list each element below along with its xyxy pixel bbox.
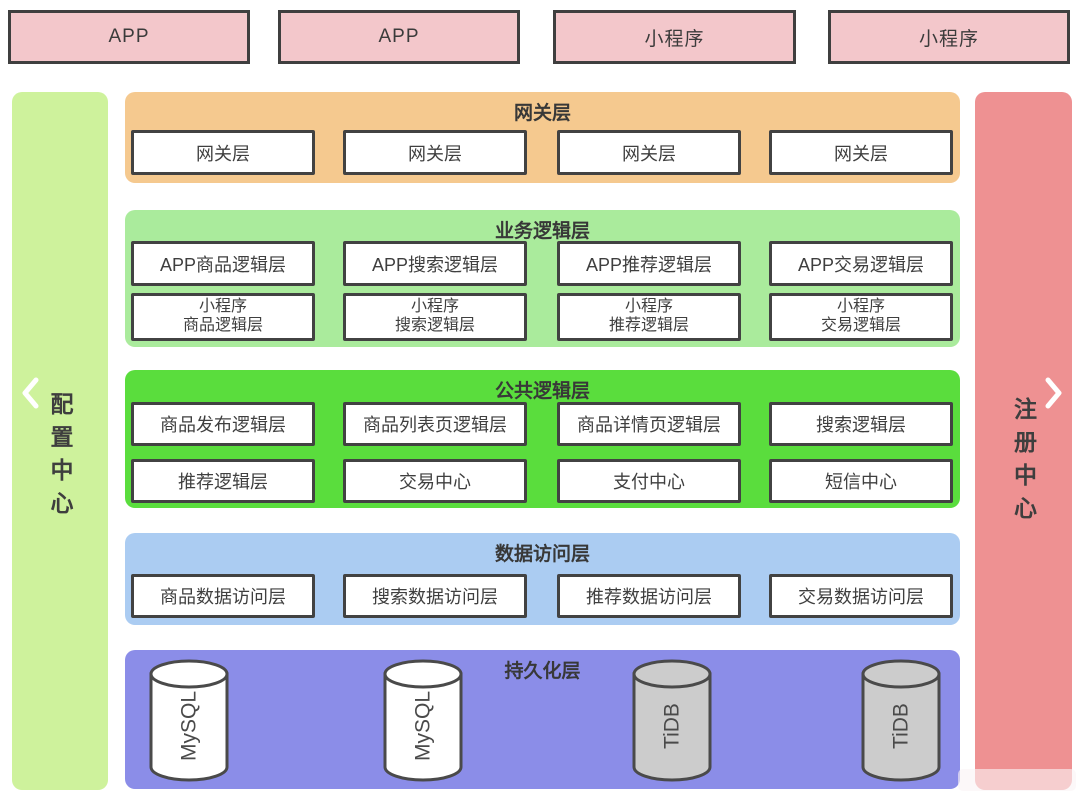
box-line: 小程序 <box>836 298 885 316</box>
gateway-node-2: 网关层 <box>343 130 527 175</box>
data-access-layer-band: 数据访问层 商品数据访问层 搜索数据访问层 推荐数据访问层 交易数据访问层 <box>125 533 960 625</box>
client-box-miniprogram-1: 小程序 <box>553 10 796 64</box>
config-center-label: 配置中心 <box>47 392 73 524</box>
database-body <box>632 672 712 782</box>
recommend-data-access-node: 推荐数据访问层 <box>557 574 741 618</box>
gateway-node-4: 网关层 <box>769 130 953 175</box>
gateway-node-1: 网关层 <box>131 130 315 175</box>
box-line: 小程序 <box>198 298 247 316</box>
app-trade-logic-node: APP交易逻辑层 <box>769 241 953 286</box>
database-label: TiDB <box>890 703 913 749</box>
box-line: 商品逻辑层 <box>182 317 263 334</box>
business-logic-layer-title: 业务逻辑层 <box>494 221 590 242</box>
database-icon-tidb-2: TiDB <box>861 659 941 782</box>
registry-center-label-wrap: 注册中心 <box>975 397 1072 529</box>
search-data-access-node: 搜索数据访问层 <box>343 574 527 618</box>
common-logic-layer-title: 公共逻辑层 <box>494 381 590 402</box>
box-line: 小程序 <box>624 298 673 316</box>
watermark <box>958 769 1076 791</box>
database-icon-mysql-2: MySQL <box>383 659 463 782</box>
box-line: 交易逻辑层 <box>820 317 901 334</box>
database-label: MySQL <box>178 691 201 761</box>
registry-center-pillar: 注册中心 <box>975 92 1072 790</box>
miniprogram-trade-logic-node: 小程序 交易逻辑层 <box>769 293 953 341</box>
gateway-node-3: 网关层 <box>557 130 741 175</box>
database-icon-tidb-1: TiDB <box>632 659 712 782</box>
box-line: 搜索逻辑层 <box>394 317 475 334</box>
product-list-logic-node: 商品列表页逻辑层 <box>343 402 527 446</box>
miniprogram-product-logic-node: 小程序 商品逻辑层 <box>131 293 315 341</box>
database-label: MySQL <box>412 691 435 761</box>
box-line: 小程序 <box>410 298 459 316</box>
trade-data-access-node: 交易数据访问层 <box>769 574 953 618</box>
sms-center-node: 短信中心 <box>769 459 953 503</box>
database-icon-mysql-1: MySQL <box>149 659 229 782</box>
product-data-access-node: 商品数据访问层 <box>131 574 315 618</box>
miniprogram-recommend-logic-node: 小程序 推荐逻辑层 <box>557 293 741 341</box>
database-top <box>861 659 941 689</box>
app-search-logic-node: APP搜索逻辑层 <box>343 241 527 286</box>
data-access-layer-title: 数据访问层 <box>494 544 590 565</box>
product-detail-logic-node: 商品详情页逻辑层 <box>557 402 741 446</box>
persistence-layer-title: 持久化层 <box>504 661 581 682</box>
app-recommend-logic-node: APP推荐逻辑层 <box>557 241 741 286</box>
miniprogram-search-logic-node: 小程序 搜索逻辑层 <box>343 293 527 341</box>
chevron-left-icon <box>22 377 39 409</box>
search-logic-node: 搜索逻辑层 <box>769 402 953 446</box>
database-body <box>861 672 941 782</box>
chevron-right-icon <box>1045 377 1062 409</box>
client-box-miniprogram-2: 小程序 <box>828 10 1070 64</box>
database-body <box>149 672 229 782</box>
trade-center-node: 交易中心 <box>343 459 527 503</box>
box-line: 推荐逻辑层 <box>608 317 689 334</box>
persistence-layer-band: 持久化层 MySQL MySQL TiDB TiDB <box>125 650 960 789</box>
gateway-layer-band: 网关层 网关层 网关层 网关层 网关层 <box>125 92 960 183</box>
client-box-app-2: APP <box>278 10 520 64</box>
registry-center-label: 注册中心 <box>1010 397 1037 529</box>
database-top <box>632 659 712 689</box>
database-label: TiDB <box>661 703 684 749</box>
database-top <box>383 659 463 689</box>
common-logic-layer-band: 公共逻辑层 商品发布逻辑层 商品列表页逻辑层 商品详情页逻辑层 搜索逻辑层 推荐… <box>125 370 960 508</box>
app-product-logic-node: APP商品逻辑层 <box>131 241 315 286</box>
recommend-logic-node: 推荐逻辑层 <box>131 459 315 503</box>
database-top <box>149 659 229 689</box>
config-center-pillar: 配置中心 <box>12 92 108 790</box>
client-box-app-1: APP <box>8 10 250 64</box>
product-publish-logic-node: 商品发布逻辑层 <box>131 402 315 446</box>
database-body <box>383 672 463 782</box>
config-center-label-wrap: 配置中心 <box>12 392 108 524</box>
payment-center-node: 支付中心 <box>557 459 741 503</box>
business-logic-layer-band: 业务逻辑层 APP商品逻辑层 APP搜索逻辑层 APP推荐逻辑层 APP交易逻辑… <box>125 210 960 347</box>
gateway-layer-title: 网关层 <box>513 103 571 124</box>
